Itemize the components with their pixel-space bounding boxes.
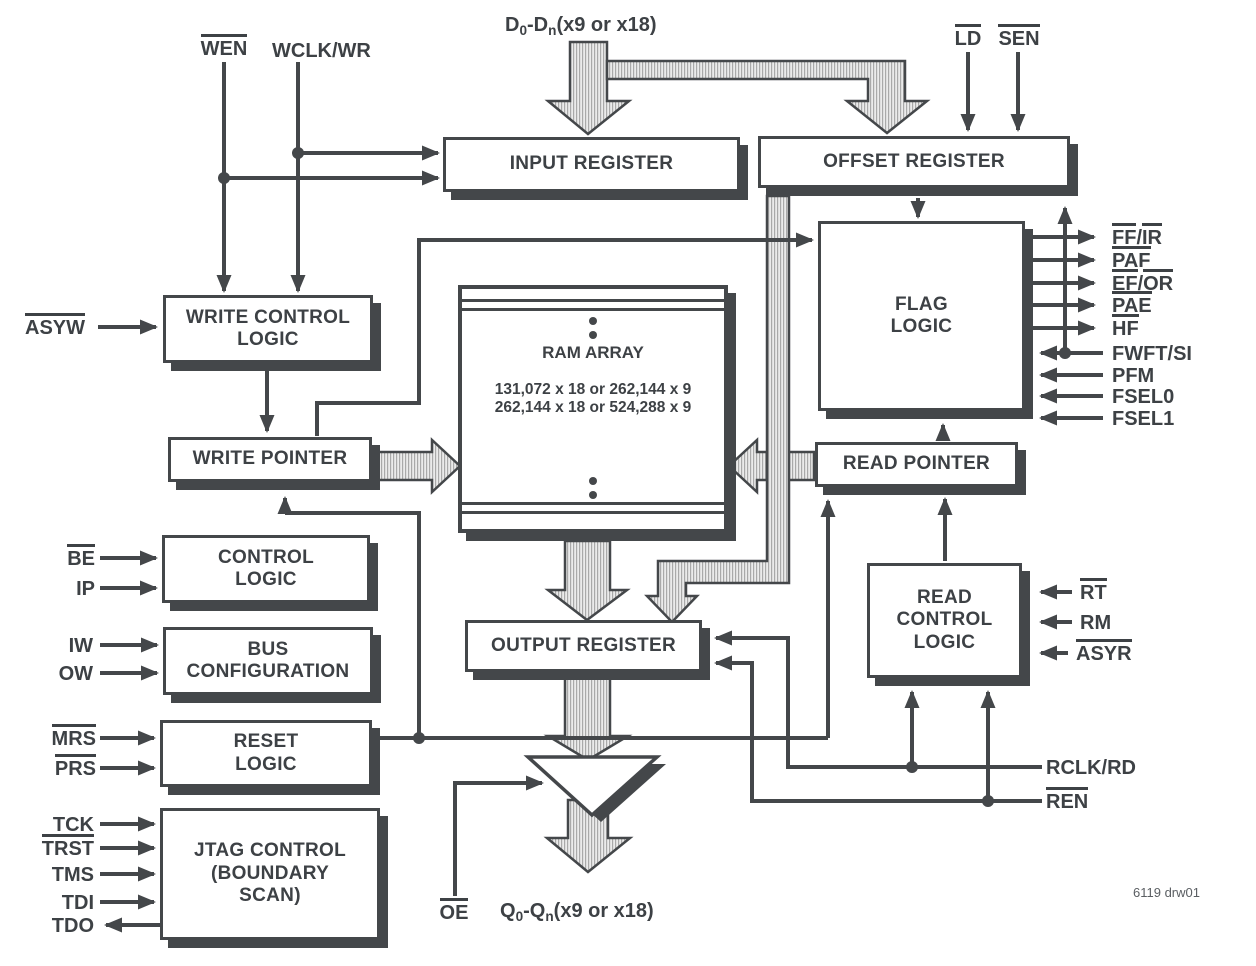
input-register-box: INPUT REGISTER [443, 137, 740, 192]
offset-register-box: OFFSET REGISTER [758, 136, 1070, 188]
asyr-label: ASYR [1076, 639, 1132, 665]
ff-ir-label: FF/IR [1112, 223, 1162, 249]
iw-label: IW [68, 635, 93, 657]
d-bus-label: D0 -Dn (x9 or x18) [505, 14, 657, 38]
ram-bottom-rule-1 [462, 502, 724, 505]
ram-top-rule-1 [462, 299, 724, 302]
fsel0-label: FSEL0 [1112, 386, 1175, 408]
vertical-ellipsis-top-icon [589, 317, 597, 339]
reset-riser-wire [285, 511, 421, 736]
control-logic-label: CONTROL LOGIC [217, 546, 315, 590]
jtag-control-label: JTAG CONTROL (BOUNDARY SCAN) [193, 840, 347, 907]
tck-label: TCK [52, 814, 94, 836]
ren-label: REN [1046, 787, 1089, 813]
flag-logic-box: FLAG LOGIC [818, 221, 1025, 411]
ram-top-rule-2 [462, 308, 724, 311]
ip-label: IP [76, 578, 95, 600]
prs-label: PRS [20, 754, 96, 780]
wen-label: WEN [186, 34, 262, 60]
flag-logic-label: FLAG LOGIC [890, 293, 953, 337]
tristate-buffer-triangle [523, 755, 662, 818]
ram-array-box: RAM ARRAY 131,072 x 18 or 262,144 x 9 26… [458, 285, 728, 533]
asyw-label: ASYW [15, 313, 95, 339]
write-control-logic-box: WRITE CONTROL LOGIC [163, 295, 373, 363]
write-pointer-label: WRITE POINTER [192, 448, 348, 470]
reset-junction-dot [413, 732, 425, 744]
ow-label: OW [58, 663, 93, 685]
bus-configuration-box: BUS CONFIGURATION [163, 627, 373, 695]
hf-label: HF [1112, 314, 1139, 340]
pfm-label: PFM [1112, 365, 1155, 387]
rclk-rd-label: RCLK/RD [1046, 757, 1136, 779]
read-control-logic-label: READ CONTROL LOGIC [896, 586, 993, 653]
output-register-to-buffer-bus [543, 670, 633, 762]
fwft-junction-dot [1059, 347, 1071, 359]
wclk-wr-label: WCLK/WR [272, 40, 371, 62]
reset-logic-box: RESET LOGIC [160, 720, 372, 787]
ram-array-label: RAM ARRAY [542, 343, 644, 362]
d-bus-to-input-register [544, 40, 633, 136]
trst-label: TRST [22, 834, 94, 860]
rm-label: RM [1080, 612, 1112, 634]
pae-label: PAE [1112, 291, 1152, 317]
d-bus-to-offset-register [605, 59, 931, 135]
oe-label: OE [428, 898, 480, 924]
jtag-control-box: JTAG CONTROL (BOUNDARY SCAN) [160, 808, 380, 940]
q-bus-label: Q0 -Qn (x9 or x18) [500, 900, 654, 924]
fsel1-label: FSEL1 [1112, 408, 1175, 430]
read-control-logic-box: READ CONTROL LOGIC [867, 563, 1022, 678]
rclk-junction-dot [906, 761, 918, 773]
vertical-ellipsis-bottom-icon [589, 477, 597, 499]
junction-dots [218, 147, 1071, 807]
data-bus-layer [372, 40, 931, 874]
be-label: BE [55, 544, 95, 570]
ef-or-label: EF/OR [1112, 269, 1174, 295]
wclk-junction-dot [292, 147, 304, 159]
read-pointer-box: READ POINTER [815, 442, 1018, 487]
tristate-buffer [523, 755, 666, 822]
tdi-label: TDI [61, 892, 94, 914]
ram-bottom-rule-2 [462, 511, 724, 514]
write-pointer-box: WRITE POINTER [168, 437, 372, 482]
paf-label: PAF [1112, 246, 1151, 272]
ren-wire [714, 655, 1042, 803]
tms-label: TMS [51, 864, 94, 886]
offset-register-label: OFFSET REGISTER [823, 150, 1005, 172]
wen-junction-dot [218, 172, 230, 184]
input-register-label: INPUT REGISTER [509, 153, 674, 175]
ren-junction-dot [982, 795, 994, 807]
reset-logic-label: RESET LOGIC [233, 731, 299, 775]
ram-capacity-label: 131,072 x 18 or 262,144 x 9 262,144 x 18… [494, 381, 692, 417]
ld-label: LD [946, 24, 990, 50]
sen-label: SEN [992, 24, 1046, 50]
mrs-label: MRS [20, 724, 96, 750]
control-logic-box: CONTROL LOGIC [162, 535, 370, 603]
drawing-number-label: 6119 drw01 [1133, 885, 1200, 900]
ram-to-output-register-bus [544, 539, 631, 622]
write-pointer-to-ram-bus [372, 437, 462, 495]
output-register-box: OUTPUT REGISTER [465, 620, 702, 672]
tdo-label: TDO [51, 915, 94, 937]
read-pointer-label: READ POINTER [842, 453, 991, 475]
write-control-logic-label: WRITE CONTROL LOGIC [185, 306, 351, 350]
output-register-label: OUTPUT REGISTER [490, 634, 676, 656]
bus-configuration-label: BUS CONFIGURATION [186, 638, 350, 682]
write-pointer-to-flag-wire [315, 232, 814, 436]
rt-label: RT [1080, 578, 1107, 604]
oe-wire [453, 775, 544, 896]
fwft-si-label: FWFT/SI [1112, 343, 1192, 365]
